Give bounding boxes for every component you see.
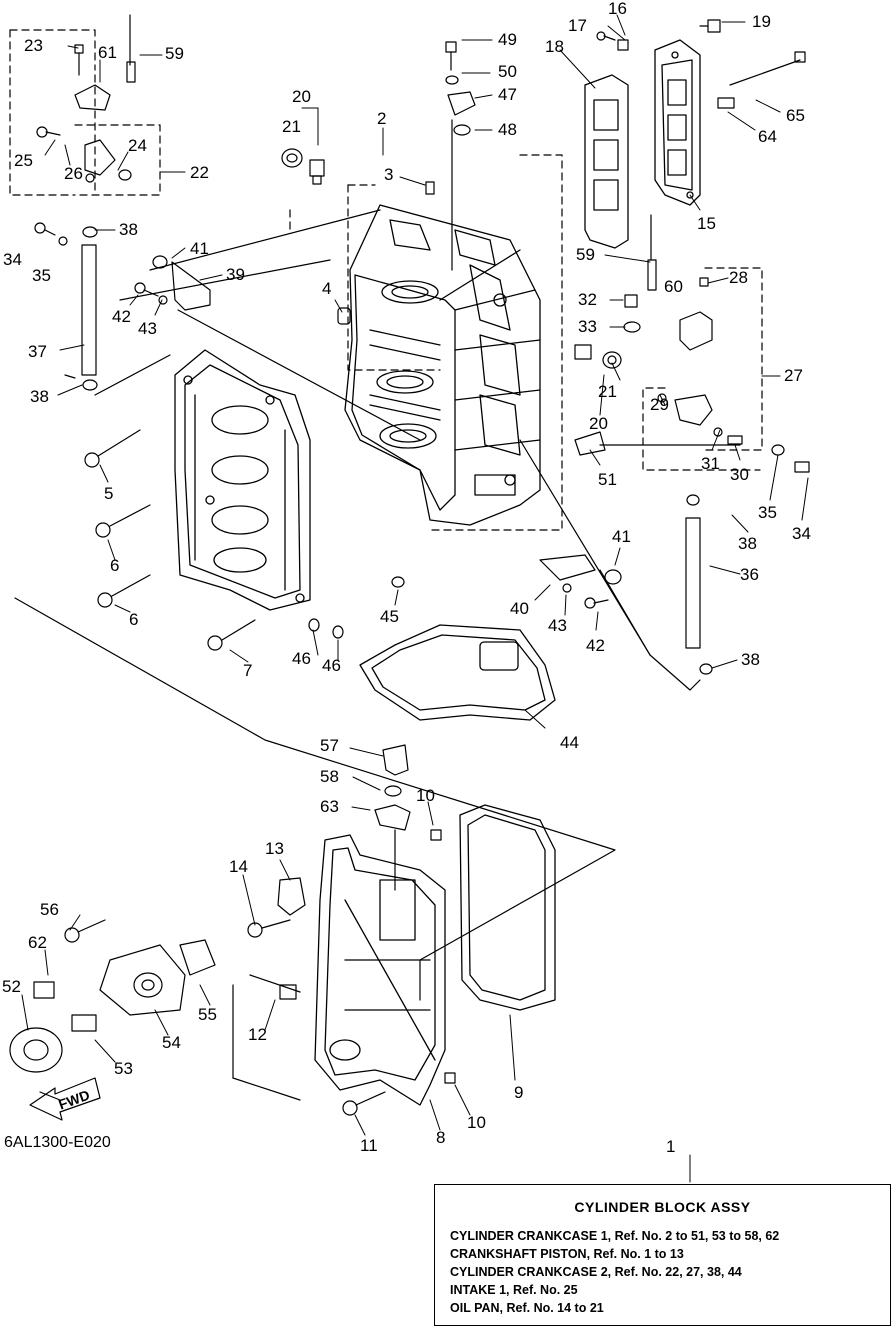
callout-38: 38 bbox=[738, 534, 757, 553]
callout-10: 10 bbox=[467, 1113, 486, 1132]
callout-5: 5 bbox=[104, 484, 114, 503]
callout-60: 60 bbox=[664, 277, 683, 296]
side-cover bbox=[584, 39, 701, 249]
callout-10: 10 bbox=[416, 786, 435, 805]
callout-23: 23 bbox=[24, 36, 43, 55]
callout-62: 62 bbox=[28, 933, 47, 952]
cylinder-block bbox=[344, 204, 541, 526]
callout-4: 4 bbox=[322, 279, 332, 298]
assembly-lines bbox=[14, 209, 741, 1101]
callout-43: 43 bbox=[138, 319, 157, 338]
figure-code: 6AL1300-E020 bbox=[4, 1134, 111, 1151]
fwd-label: FWD bbox=[56, 1087, 91, 1113]
callout-65: 65 bbox=[786, 106, 805, 125]
callout-20: 20 bbox=[589, 414, 608, 433]
callout-25: 25 bbox=[14, 151, 33, 170]
callout-38: 38 bbox=[30, 387, 49, 406]
callout-8: 8 bbox=[436, 1128, 446, 1147]
callout-47: 47 bbox=[498, 85, 517, 104]
oil-pan bbox=[314, 804, 556, 1106]
callout-42: 42 bbox=[586, 636, 605, 655]
legend-row: INTAKE 1, Ref. No. 25 bbox=[450, 1283, 578, 1297]
callout-42: 42 bbox=[112, 307, 131, 326]
callout-19: 19 bbox=[752, 12, 771, 31]
callout-37: 37 bbox=[28, 342, 47, 361]
callout-14: 14 bbox=[229, 857, 248, 876]
group-outlines bbox=[9, 29, 763, 531]
legend-row: CYLINDER CRANKCASE 2, Ref. No. 22, 27, 3… bbox=[450, 1265, 742, 1279]
callout-50: 50 bbox=[498, 62, 517, 81]
callout-57: 57 bbox=[320, 736, 339, 755]
callout-39: 39 bbox=[226, 265, 245, 284]
callout-15: 15 bbox=[697, 214, 716, 233]
callout-51: 51 bbox=[598, 470, 617, 489]
callout-29: 29 bbox=[650, 395, 669, 414]
callout-11: 11 bbox=[360, 1136, 378, 1155]
callout-30: 30 bbox=[730, 465, 749, 484]
callout-41: 41 bbox=[190, 239, 209, 258]
callout-3: 3 bbox=[384, 165, 394, 184]
small-parts bbox=[9, 14, 810, 1121]
callout-35: 35 bbox=[758, 503, 777, 522]
callout-53: 53 bbox=[114, 1059, 133, 1078]
callout-45: 45 bbox=[380, 607, 399, 626]
callout-59: 59 bbox=[576, 245, 595, 264]
callout-35: 35 bbox=[32, 266, 51, 285]
callout-40: 40 bbox=[510, 599, 529, 618]
callout-21: 21 bbox=[282, 117, 301, 136]
callout-49: 49 bbox=[498, 30, 517, 49]
legend-row: CRANKSHAFT PISTON, Ref. No. 1 to 13 bbox=[450, 1247, 684, 1261]
callout-63: 63 bbox=[320, 797, 339, 816]
legend-box: CYLINDER BLOCK ASSY CYLINDER CRANKCASE 1… bbox=[434, 1184, 891, 1326]
callout-17: 17 bbox=[568, 16, 587, 35]
callout-61: 61 bbox=[98, 43, 117, 62]
callout-46: 46 bbox=[322, 656, 341, 675]
legend-title: CYLINDER BLOCK ASSY bbox=[574, 1199, 751, 1215]
callout-58: 58 bbox=[320, 767, 339, 786]
callout-52: 52 bbox=[2, 977, 21, 996]
callout-32: 32 bbox=[578, 290, 597, 309]
callout-48: 48 bbox=[498, 120, 517, 139]
callout-36: 36 bbox=[740, 565, 759, 584]
callout-18: 18 bbox=[545, 37, 564, 56]
callout-21: 21 bbox=[598, 382, 617, 401]
leader-lines bbox=[21, 14, 809, 1183]
callout-34: 34 bbox=[3, 250, 22, 269]
legend-row: CYLINDER CRANKCASE 1, Ref. No. 2 to 51, … bbox=[450, 1229, 780, 1243]
callout-7: 7 bbox=[243, 661, 253, 680]
callout-38: 38 bbox=[119, 220, 138, 239]
callout-46: 46 bbox=[292, 649, 311, 668]
callout-33: 33 bbox=[578, 317, 597, 336]
callout-59: 59 bbox=[165, 44, 184, 63]
callout-28: 28 bbox=[729, 268, 748, 287]
callout-27: 27 bbox=[784, 366, 803, 385]
gasket bbox=[359, 624, 556, 721]
callout-38: 38 bbox=[741, 650, 760, 669]
callout-31: 31 bbox=[701, 454, 720, 473]
crankcase-half bbox=[174, 349, 311, 611]
legend-row: OIL PAN, Ref. No. 14 to 21 bbox=[450, 1301, 604, 1315]
callout-56: 56 bbox=[40, 900, 59, 919]
callout-44: 44 bbox=[560, 733, 579, 752]
callout-34: 34 bbox=[792, 524, 811, 543]
callout-43: 43 bbox=[548, 616, 567, 635]
callout-6: 6 bbox=[110, 556, 120, 575]
callout-22: 22 bbox=[190, 163, 209, 182]
callout-9: 9 bbox=[514, 1083, 524, 1102]
callout-54: 54 bbox=[162, 1033, 181, 1052]
callout-20: 20 bbox=[292, 87, 311, 106]
callout-12: 12 bbox=[248, 1025, 267, 1044]
callout-1: 1 bbox=[666, 1137, 676, 1156]
callout-41: 41 bbox=[612, 527, 631, 546]
callout-16: 16 bbox=[608, 0, 627, 18]
callout-64: 64 bbox=[758, 127, 777, 146]
callout-26: 26 bbox=[64, 164, 83, 183]
callout-24: 24 bbox=[128, 136, 147, 155]
callout-13: 13 bbox=[265, 839, 284, 858]
callout-55: 55 bbox=[198, 1005, 217, 1024]
callout-2: 2 bbox=[377, 109, 387, 128]
callout-6: 6 bbox=[129, 610, 139, 629]
